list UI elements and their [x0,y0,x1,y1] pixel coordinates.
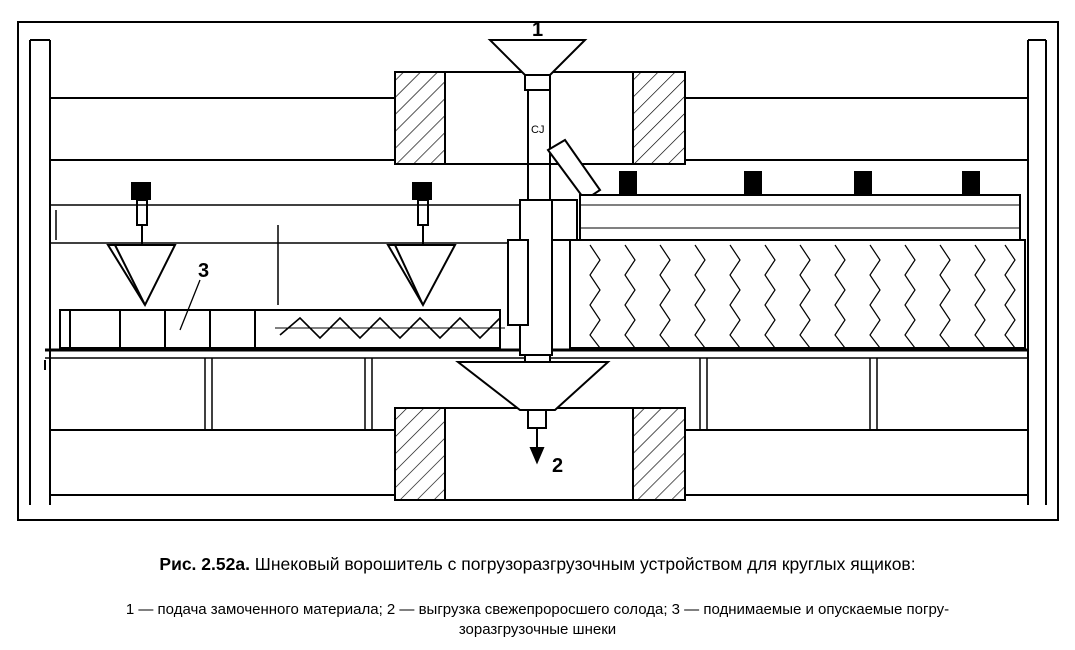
callout-3-leader [179,279,201,331]
caption-title: Шнековый ворошитель с погрузоразгрузочны… [249,554,916,574]
malting-screw-turner-diagram: CJ [17,19,1059,521]
caption-label: Рис. 2.52а. [159,554,250,574]
lower-right-pier [632,407,686,501]
callout-2-label: 2 [552,455,563,477]
legend-line-2: зоразгрузочные шнеки [458,621,617,638]
lower-left-pier [394,407,446,501]
gear-motors [619,171,980,195]
figure-caption: Рис. 2.52а. Шнековый ворошитель с погруз… [0,553,1075,575]
grain-bed [569,239,1026,349]
floor-supports [204,358,878,430]
hanger-rods [55,210,279,305]
left-drive-unit-1 [106,182,177,308]
screw-housing [59,309,505,349]
upper-floor-slab [50,97,1028,161]
legend-line-1: 1 — подача замоченного материала; 2 — вы… [125,601,950,618]
right-wall [1027,39,1047,505]
vertical-screws [589,244,1016,349]
right-drive-bridge [579,194,1021,241]
callout-1-label: 1 [532,19,543,41]
left-wall [29,39,51,505]
figure-legend: 1 — подача замоченного материала; 2 — вы… [6,600,1069,640]
callout-3-label: 3 [198,260,209,282]
svg-text:CJ: CJ [531,124,544,136]
lower-floor-slab [50,429,1028,496]
upper-right-pier [632,71,686,165]
feed-hopper: CJ [487,39,602,202]
upper-center-block [444,71,634,165]
outer-frame [17,21,1059,521]
discharge-hopper [455,361,611,465]
central-column [507,199,578,396]
left-drive-unit-2 [386,182,457,308]
upper-left-pier [394,71,446,165]
